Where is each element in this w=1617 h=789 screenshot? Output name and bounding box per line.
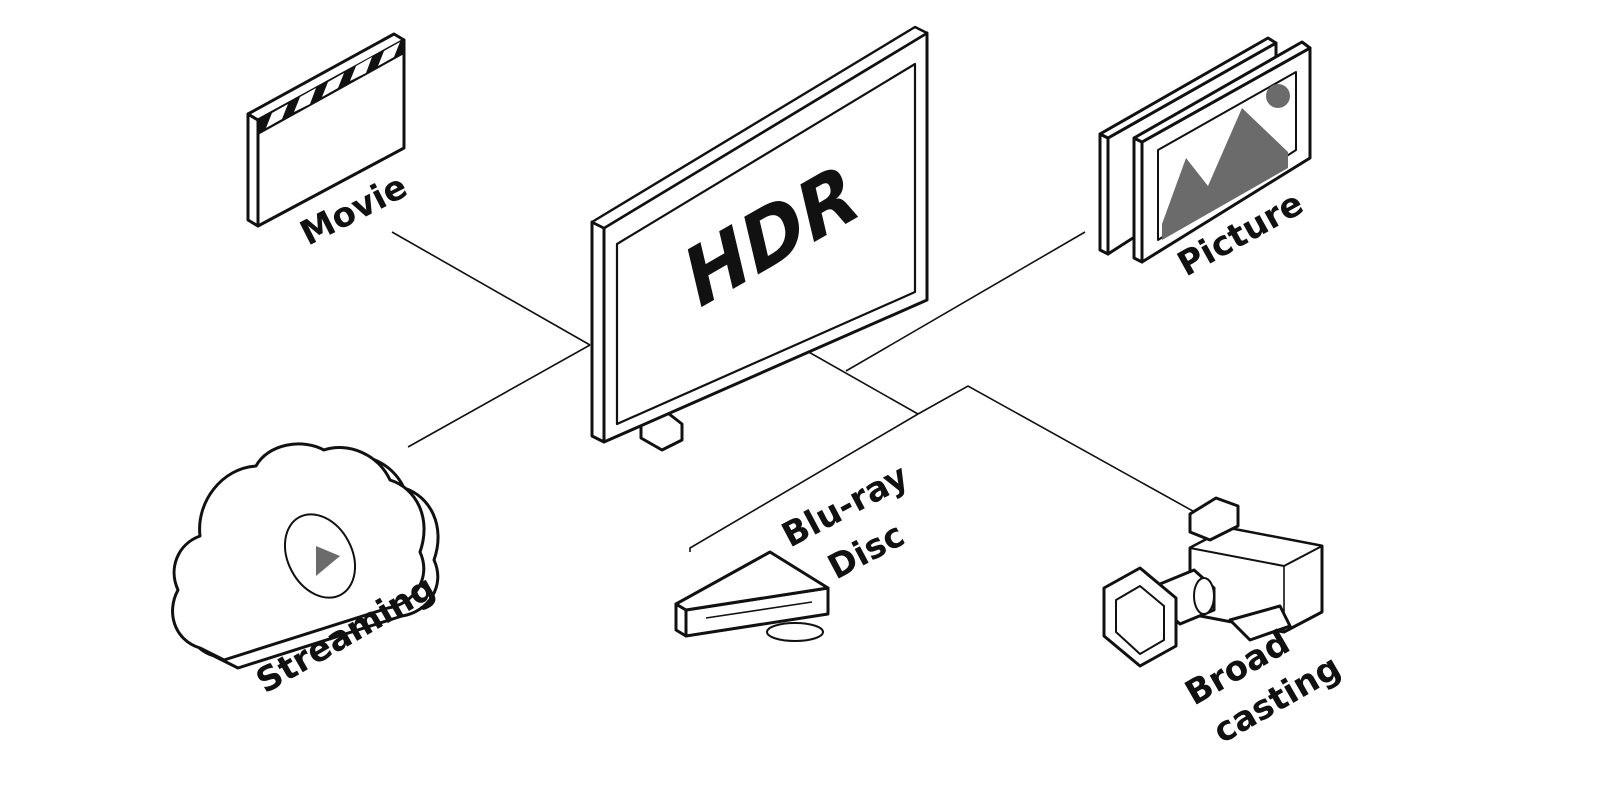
connector-picture [845,231,1086,372]
connector-movie [391,231,591,346]
tv-icon: HDR [590,25,929,452]
cloud-play-icon [171,442,440,670]
bluray-player-icon [674,550,830,642]
connector-streaming [407,344,591,448]
tv-camera-icon [1102,496,1324,668]
connector-broadcasting [917,385,1201,516]
picture-frame-icon [1098,36,1312,264]
connector-bluray [689,413,919,552]
clapperboard-icon [246,32,406,228]
